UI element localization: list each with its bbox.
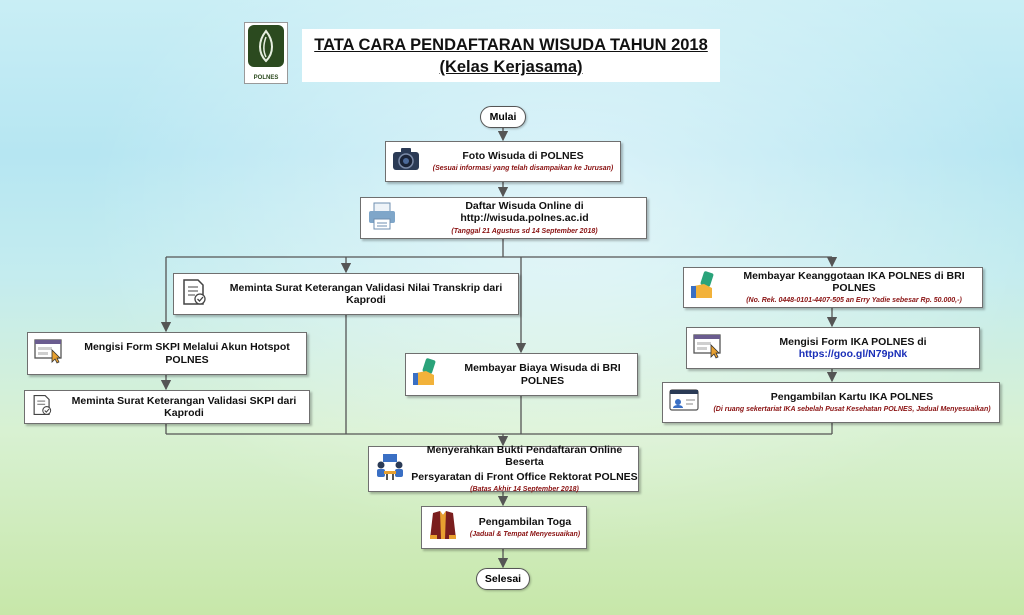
- page-subtitle: (Kelas Kerjasama): [439, 58, 583, 76]
- step-daftar-online-label: Daftar Wisuda Online di http://wisuda.po…: [460, 200, 589, 225]
- step-foto-wisuda-note: (Sesuai informasi yang telah disampaikan…: [432, 165, 614, 172]
- step-kartu-ika-label: Pengambilan Kartu IKA POLNES: [770, 390, 934, 403]
- step-validasi-skpi-label: Meminta Surat Keterangan Validasi SKPI d…: [71, 394, 297, 419]
- step-foto-wisuda: Foto Wisuda di POLNES (Sesuai informasi …: [385, 141, 621, 182]
- polnes-logo: POLNES: [244, 22, 288, 84]
- document-check-icon: [180, 278, 208, 311]
- step-biaya-wisuda-label: Membayar Biaya Wisuda di BRI POLNES: [464, 362, 621, 387]
- ika-form-link[interactable]: https://goo.gl/N79pNk: [798, 348, 908, 360]
- browser-form-icon: [34, 338, 62, 369]
- step-form-ika-label: Mengisi Form IKA POLNES di https://goo.g…: [727, 336, 979, 360]
- step-form-skpi: Mengisi Form SKPI Melalui Akun Hotspot P…: [27, 332, 307, 375]
- step-validasi-skpi: Meminta Surat Keterangan Validasi SKPI d…: [24, 390, 310, 424]
- payment-hand-icon: [412, 357, 442, 392]
- step-pengambilan-toga: Pengambilan Toga (Jadual & Tempat Menyes…: [421, 506, 587, 549]
- step-daftar-online-note: (Tanggal 21 Agustus sd 14 September 2018…: [451, 227, 598, 235]
- document-check-icon: [31, 393, 53, 422]
- end-node: Selesai: [476, 568, 530, 590]
- step-serah-bukti-label-2: Persyaratan di Front Office Rektorat POL…: [411, 470, 638, 483]
- step-kartu-ika: Pengambilan Kartu IKA POLNES (Di ruang s…: [662, 382, 1000, 423]
- step-pengambilan-toga-note: (Jadual & Tempat Menyesuaikan): [469, 531, 581, 538]
- browser-form-icon: [693, 333, 721, 364]
- graduation-gown-icon: [428, 509, 458, 546]
- step-serah-bukti: Menyerahkan Bukti Pendaftaran Online Bes…: [368, 444, 639, 493]
- step-serah-bukti-note: (Batas Akhir 14 September 2018): [470, 485, 579, 493]
- step-foto-wisuda-label: Foto Wisuda di POLNES: [462, 149, 584, 162]
- start-node: Mulai: [480, 106, 526, 128]
- step-daftar-online: Daftar Wisuda Online di http://wisuda.po…: [360, 197, 647, 239]
- step-bayar-ika-note: (No. Rek. 0448-0101-4407-505 an Erry Yad…: [746, 297, 962, 305]
- polnes-emblem-icon: [248, 25, 284, 67]
- camera-icon: [392, 146, 420, 177]
- step-serah-bukti-label-1: Menyerahkan Bukti Pendaftaran Online Bes…: [426, 444, 623, 469]
- page-title: TATA CARA PENDAFTARAN WISUDA TAHUN 2018: [314, 36, 708, 54]
- step-pengambilan-toga-label: Pengambilan Toga: [478, 515, 572, 528]
- logo-text: POLNES: [253, 75, 279, 81]
- step-form-ika: Mengisi Form IKA POLNES di https://goo.g…: [686, 327, 980, 369]
- printer-icon: [367, 201, 397, 236]
- meeting-icon: [375, 452, 405, 487]
- step-form-skpi-label: Mengisi Form SKPI Melalui Akun Hotspot P…: [84, 341, 290, 366]
- payment-hand-icon: [690, 270, 720, 305]
- step-bayar-ika-label: Membayar Keanggotaan IKA POLNES di BRI P…: [743, 269, 965, 294]
- step-bayar-ika: Membayar Keanggotaan IKA POLNES di BRI P…: [683, 267, 983, 308]
- title-block: TATA CARA PENDAFTARAN WISUDA TAHUN 2018 …: [302, 29, 720, 82]
- step-kartu-ika-note: (Di ruang sekertariat IKA sebelah Pusat …: [713, 406, 991, 413]
- step-biaya-wisuda: Membayar Biaya Wisuda di BRI POLNES: [405, 353, 638, 396]
- step-validasi-transkrip-label: Meminta Surat Keterangan Validasi Nilai …: [229, 281, 503, 306]
- step-form-ika-text: Mengisi Form IKA POLNES di: [779, 335, 927, 348]
- step-validasi-transkrip: Meminta Surat Keterangan Validasi Nilai …: [173, 273, 519, 315]
- id-card-icon: [669, 388, 699, 417]
